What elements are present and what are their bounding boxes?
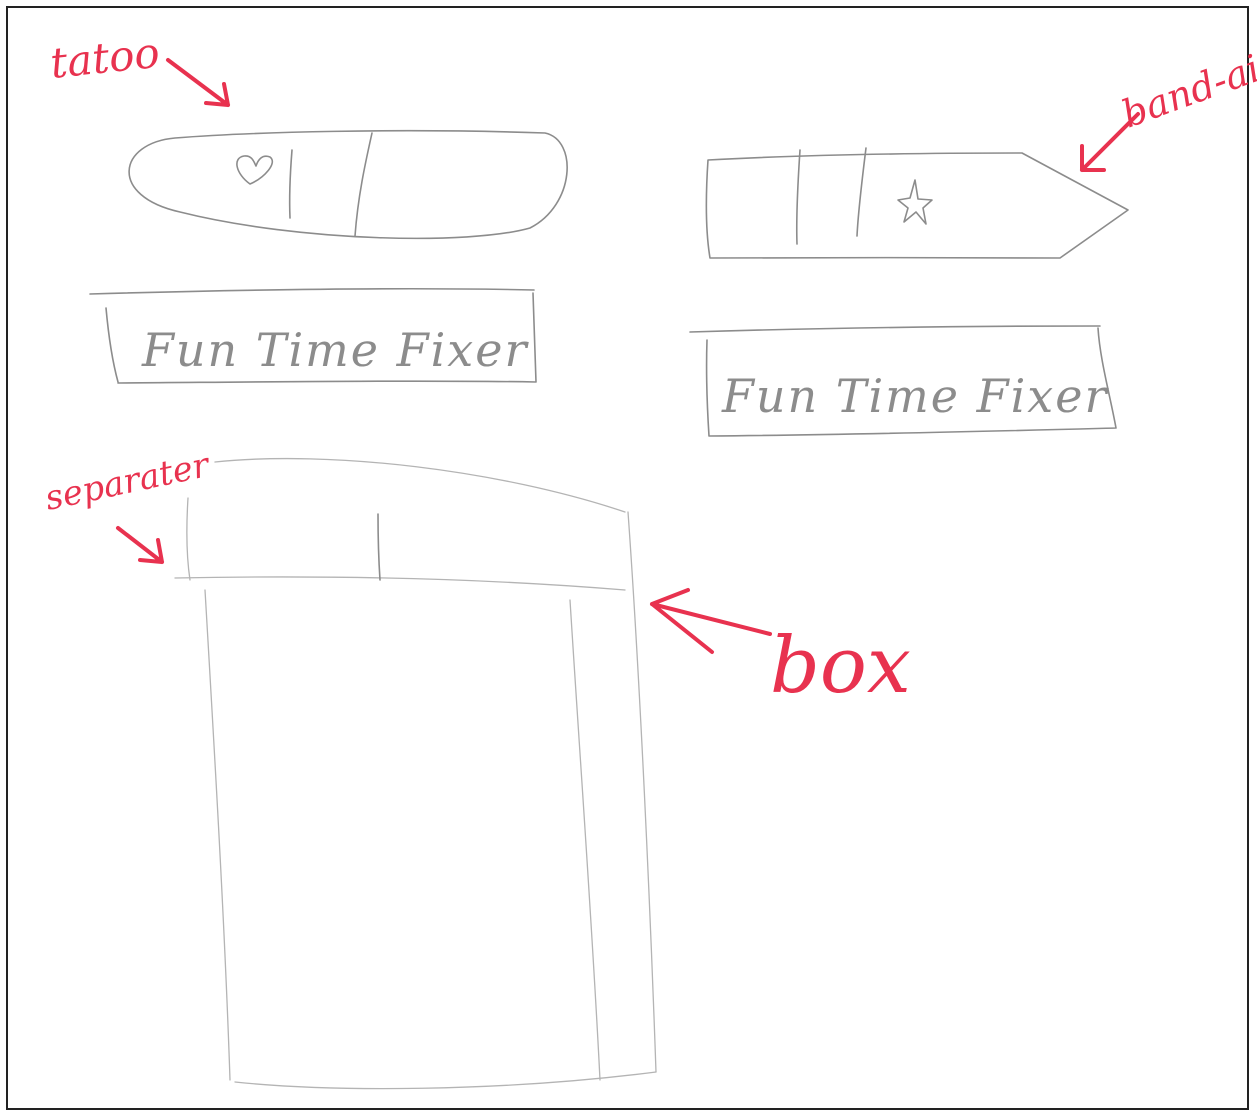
bandaid-arrow	[1082, 114, 1138, 170]
bandaid-outline	[706, 153, 1128, 258]
tattoo-label: tatoo	[48, 28, 162, 88]
bandaid-divider-right	[857, 148, 866, 236]
tattoo-caption-box: Fun Time Fixer	[90, 289, 536, 383]
box-left-side	[205, 590, 230, 1080]
star-icon	[898, 180, 932, 224]
separator-arrow	[118, 528, 162, 562]
tattoo-divider-right	[355, 133, 372, 236]
box-inner-right	[570, 600, 600, 1080]
box-annotation: box	[652, 590, 911, 711]
box-bottom-edge	[235, 1072, 656, 1089]
bandaid-annotation: band-aid	[1082, 38, 1257, 170]
bandaid-sketch	[706, 148, 1128, 258]
bandaid-label: band-aid	[1116, 38, 1257, 137]
box-label: box	[770, 621, 911, 711]
box-left-top	[187, 498, 190, 580]
tattoo-annotation: tatoo	[48, 28, 228, 105]
bandaid-caption-text: Fun Time Fixer	[721, 369, 1109, 423]
box-sketch	[175, 459, 656, 1089]
bandaid-divider-left	[797, 150, 800, 244]
bandaid-caption-box: Fun Time Fixer	[690, 326, 1116, 436]
tattoo-arrow	[168, 60, 228, 105]
box-top-edge	[215, 459, 625, 512]
box-arrow	[652, 590, 770, 652]
heart-icon	[237, 156, 272, 184]
tattoo-divider-left	[290, 150, 292, 218]
tattoo-outline	[129, 131, 567, 239]
box-right-side	[628, 512, 656, 1072]
tattoo-caption-text: Fun Time Fixer	[141, 323, 529, 377]
box-lid-line	[175, 577, 625, 590]
box-separator-mark	[378, 514, 380, 580]
separator-label: separater	[42, 445, 215, 519]
tattoo-sketch	[129, 131, 567, 239]
